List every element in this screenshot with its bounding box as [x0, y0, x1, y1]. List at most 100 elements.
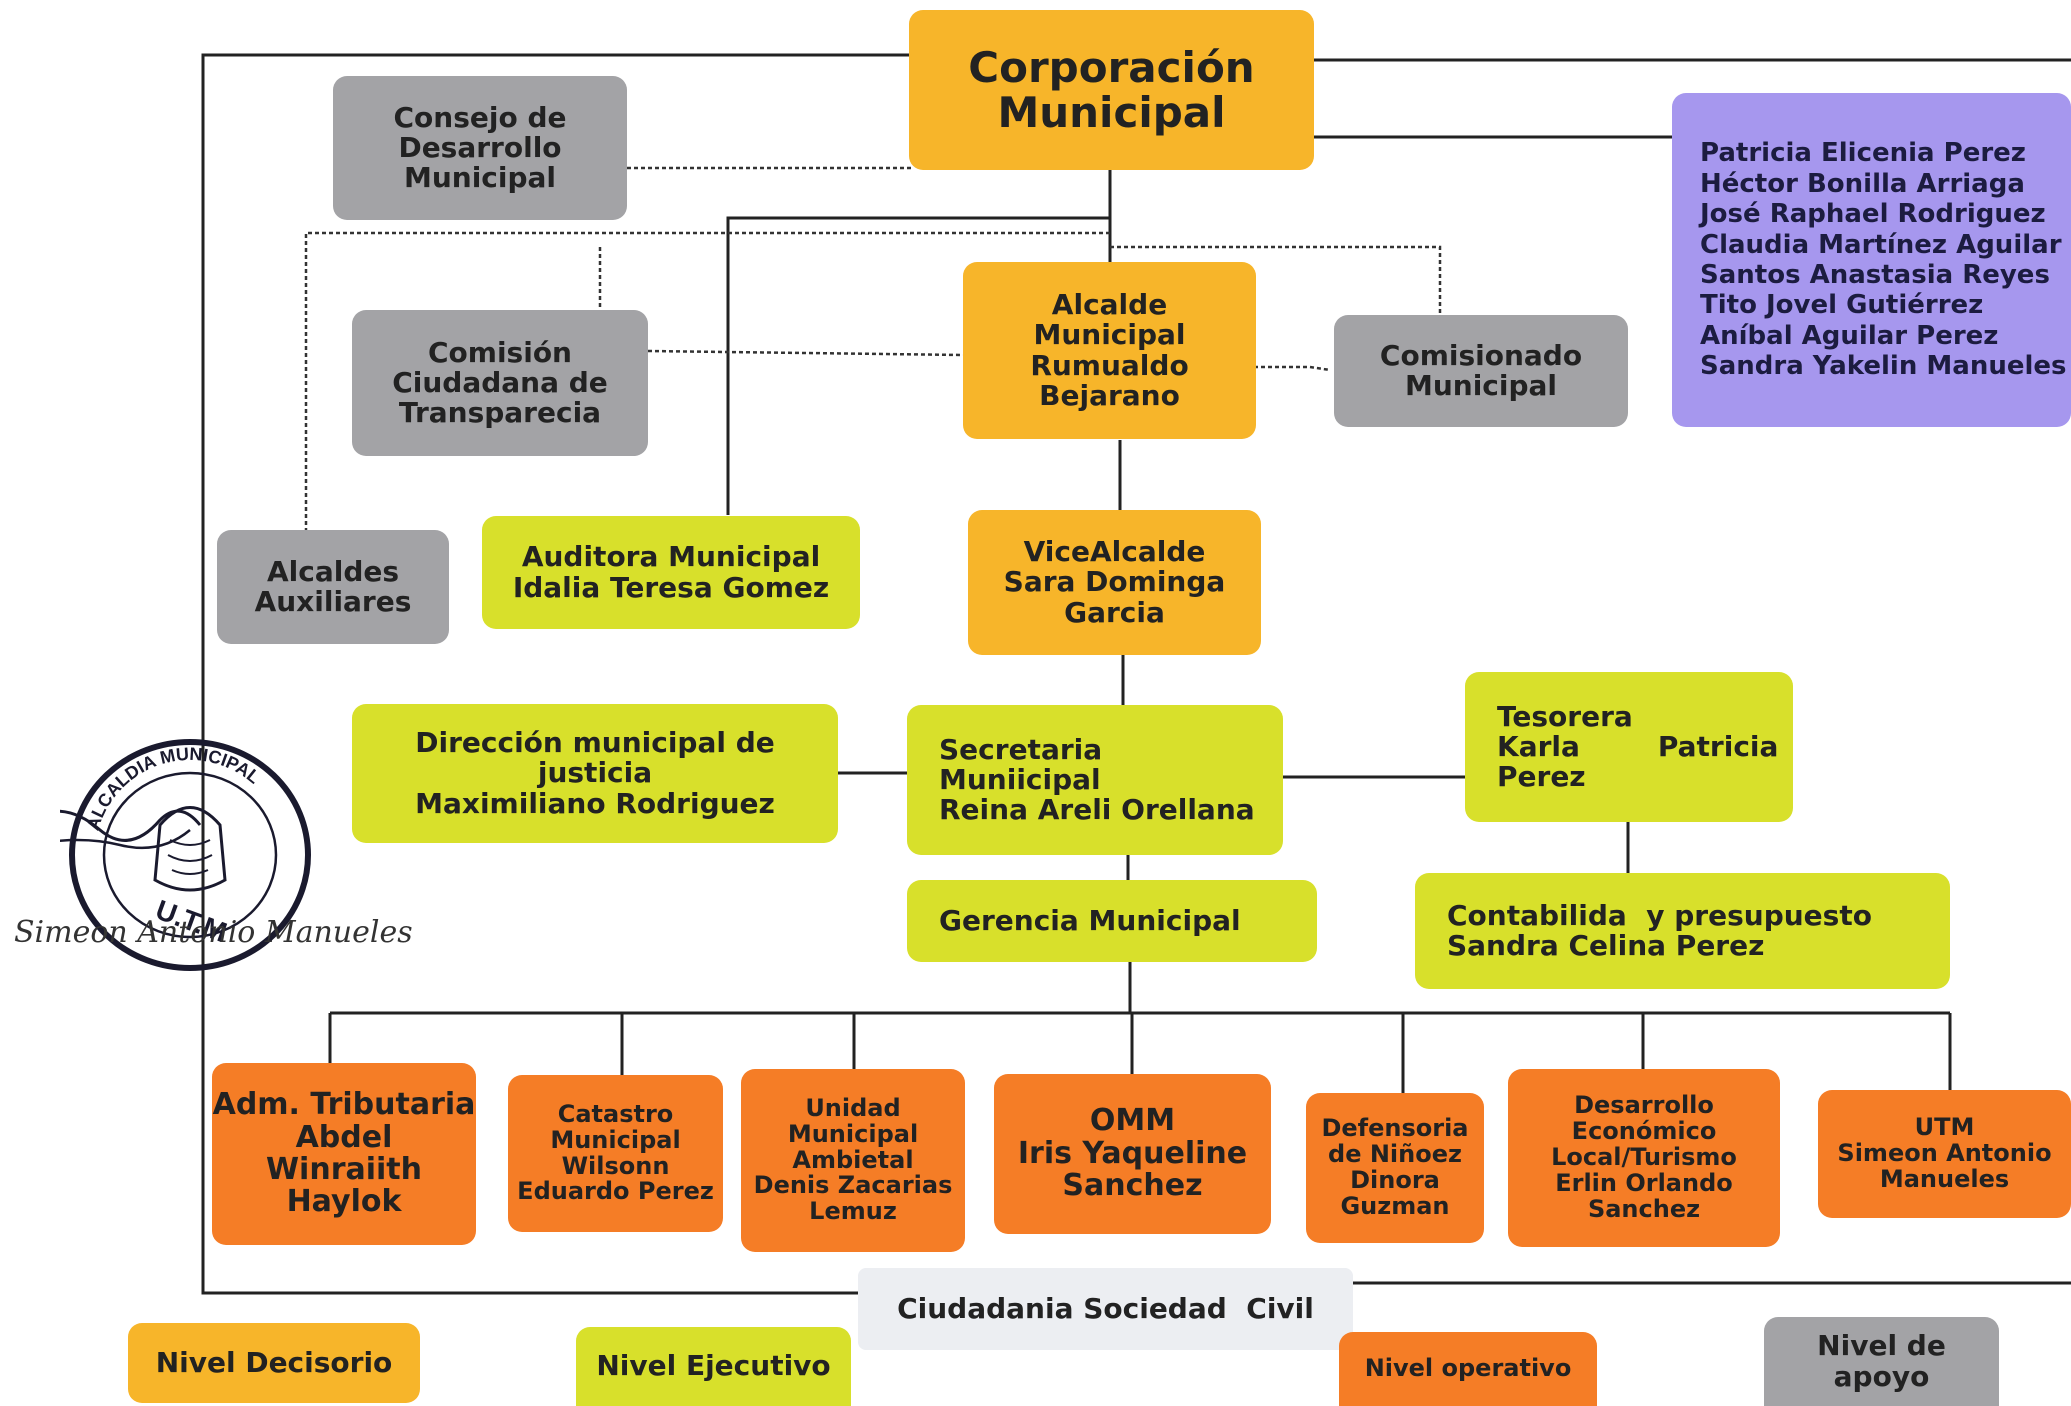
unidad-line-1: Unidad — [805, 1093, 901, 1122]
tesorera-line-1: Tesorera — [1497, 699, 1633, 733]
alcalde-line-2: Municipal — [1033, 318, 1186, 352]
member-name: José Raphael Rodriguez — [1700, 199, 2046, 230]
tesorera-line-3: Perez — [1497, 760, 1586, 794]
member-name: Patricia Elicenia Perez — [1700, 138, 2026, 169]
secretaria-line-2: Muniicipal — [939, 762, 1101, 796]
comision-line-1: Comisión — [428, 335, 572, 369]
catastro-line-1: Catastro — [557, 1099, 674, 1128]
catastro-box: Catastro Municipal Wilsonn Eduardo Perez — [508, 1075, 723, 1232]
utm-line-3: Manueles — [1879, 1164, 2010, 1193]
legend-nivel-decisorio: Nivel Decisorio — [128, 1323, 420, 1403]
alcalde-municipal-box: Alcalde Municipal Rumualdo Bejarano — [963, 262, 1256, 439]
contabilidad-line-2: Sandra Celina Perez — [1447, 929, 1765, 962]
utm-box: UTM Simeon Antonio Manueles — [1818, 1090, 2071, 1218]
secretaria-line-3: Reina Areli Orellana — [939, 793, 1255, 827]
direccion-justicia-box: Dirección municipal de justicia Maximili… — [352, 704, 838, 843]
comisionado-municipal-box: Comisionado Municipal — [1334, 315, 1628, 427]
alcalde-line-1: Alcalde — [1051, 288, 1168, 322]
unidad-line-4: Denis Zacarias — [753, 1171, 953, 1200]
adm-tributaria-line-2: Abdel — [295, 1119, 393, 1155]
omm-line-3: Sanchez — [1062, 1168, 1203, 1204]
contabilidad-box: Contabilida y presupuesto Sandra Celina … — [1415, 873, 1950, 989]
utm-line-2: Simeon Antonio — [1837, 1139, 2052, 1168]
desarrollo-line-4: Erlin Orlando — [1555, 1168, 1733, 1197]
catastro-line-3: Wilsonn — [561, 1151, 670, 1180]
comision-ciudadana-box: Comisión Ciudadana de Transparecia — [352, 310, 648, 456]
ciudadania-label: Ciudadania Sociedad Civil — [897, 1291, 1314, 1325]
catastro-line-2: Municipal — [550, 1125, 681, 1154]
corporacion-line-2: Municipal — [997, 88, 1226, 137]
desarrollo-line-5: Sanchez — [1587, 1194, 1701, 1223]
desarrollo-line-1: Desarrollo — [1574, 1091, 1714, 1120]
consejo-desarrollo-box: Consejo de Desarrollo Municipal — [333, 76, 627, 220]
catastro-line-4: Eduardo Perez — [517, 1177, 714, 1206]
signature-text: Simeon Antonio Manueles — [14, 915, 413, 950]
desarrollo-line-2: Económico — [1571, 1117, 1717, 1146]
legend-nivel-apoyo: Nivel de apoyo — [1764, 1317, 1999, 1406]
legend-apoyo-line-1: Nivel de — [1817, 1329, 1946, 1363]
alcaldes-line-2: Auxiliares — [254, 585, 412, 618]
vicealcalde-box: ViceAlcalde Sara Dominga Garcia — [968, 510, 1261, 655]
member-name: Santos Anastasia Reyes — [1700, 260, 2050, 290]
legend-ejecutivo-label: Nivel Ejecutivo — [596, 1349, 831, 1383]
member-name: Claudia Martínez Aguilar — [1700, 229, 2062, 260]
auditora-line-1: Auditora Municipal — [521, 540, 821, 574]
desarrollo-economico-box: Desarrollo Económico Local/Turismo Erlin… — [1508, 1069, 1780, 1247]
vicealcalde-line-3: Garcia — [1064, 595, 1165, 629]
consejo-line-2: Desarrollo — [398, 130, 562, 164]
comisionado-line-2: Municipal — [1404, 369, 1558, 402]
ciudadania-sociedad-civil-box: Ciudadania Sociedad Civil — [858, 1268, 1353, 1350]
legend-apoyo-line-2: apoyo — [1833, 1359, 1930, 1393]
adm-tributaria-line-4: Haylok — [286, 1184, 402, 1220]
utm-line-1: UTM — [1914, 1113, 1975, 1142]
desarrollo-line-3: Local/Turismo — [1551, 1143, 1737, 1172]
defensoria-line-3: Dinora — [1350, 1166, 1440, 1194]
auditora-line-2: Idalia Teresa Gomez — [512, 570, 830, 604]
member-name: Tito Jovel Gutiérrez — [1700, 290, 1984, 321]
member-name: Sandra Yakelin Manueles — [1700, 351, 2067, 382]
direccion-line-3: Maximiliano Rodriguez — [415, 786, 775, 820]
corporacion-line-1: Corporación — [968, 42, 1255, 92]
contabilidad-line-1: Contabilida y presupuesto — [1447, 898, 1872, 932]
consejo-line-1: Consejo de — [393, 100, 567, 134]
legend-nivel-operativo: Nivel operativo — [1339, 1332, 1597, 1406]
omm-line-2: Iris Yaqueline — [1017, 1135, 1248, 1171]
omm-line-1: OMM — [1089, 1103, 1176, 1139]
legend-decisorio-label: Nivel Decisorio — [155, 1345, 393, 1379]
adm-tributaria-line-1: Adm. Tributaria — [212, 1087, 476, 1123]
auditora-municipal-box: Auditora Municipal Idalia Teresa Gomez — [482, 516, 860, 629]
legend-nivel-ejecutivo: Nivel Ejecutivo — [576, 1327, 851, 1406]
defensoria-box: Defensoria de Niñoez Dinora Guzman — [1306, 1093, 1484, 1243]
seal-arc-text: ALCALDIA MUNICIPAL — [83, 744, 264, 833]
defensoria-line-4: Guzman — [1340, 1191, 1450, 1220]
member-name: Héctor Bonilla Arriaga — [1700, 168, 2025, 199]
alcalde-line-4: Bejarano — [1039, 378, 1180, 412]
comision-line-3: Transparecia — [398, 396, 602, 430]
vicealcalde-line-2: Sara Dominga — [1003, 565, 1226, 599]
unidad-line-2: Municipal — [787, 1119, 919, 1148]
direccion-line-2: justicia — [537, 756, 653, 790]
unidad-ambiental-box: Unidad Municipal Ambietal Denis Zacarias… — [741, 1069, 965, 1252]
secretaria-municipal-box: Secretaria Muniicipal Reina Areli Orella… — [907, 705, 1283, 855]
alcaldes-auxiliares-box: Alcaldes Auxiliares — [217, 530, 449, 644]
secretaria-line-1: Secretaria — [939, 732, 1103, 766]
omm-box: OMM Iris Yaqueline Sanchez — [994, 1074, 1271, 1234]
unidad-line-5: Lemuz — [809, 1197, 897, 1226]
defensoria-line-1: Defensoria — [1321, 1114, 1469, 1143]
legend-operativo-label: Nivel operativo — [1364, 1354, 1572, 1383]
alcaldes-line-1: Alcaldes — [266, 554, 400, 588]
consejo-line-3: Municipal — [403, 161, 557, 195]
corporacion-municipal-box: Corporación Municipal — [909, 10, 1314, 170]
gerencia-line-1: Gerencia Municipal — [939, 903, 1241, 937]
comision-line-2: Ciudadana de — [392, 365, 608, 399]
vicealcalde-line-1: ViceAlcalde — [1023, 535, 1206, 569]
tesorera-line-2: Karla Patricia — [1497, 729, 1779, 763]
adm-tributaria-line-3: Winraiith — [265, 1152, 423, 1187]
defensoria-line-2: de Niñoez — [1328, 1140, 1462, 1169]
comisionado-line-1: Comisionado — [1379, 338, 1583, 372]
unidad-line-3: Ambietal — [792, 1145, 914, 1174]
alcalde-line-3: Rumualdo — [1030, 348, 1189, 382]
gerencia-municipal-box: Gerencia Municipal — [907, 880, 1317, 962]
member-name: Aníbal Aguilar Perez — [1700, 320, 1999, 351]
